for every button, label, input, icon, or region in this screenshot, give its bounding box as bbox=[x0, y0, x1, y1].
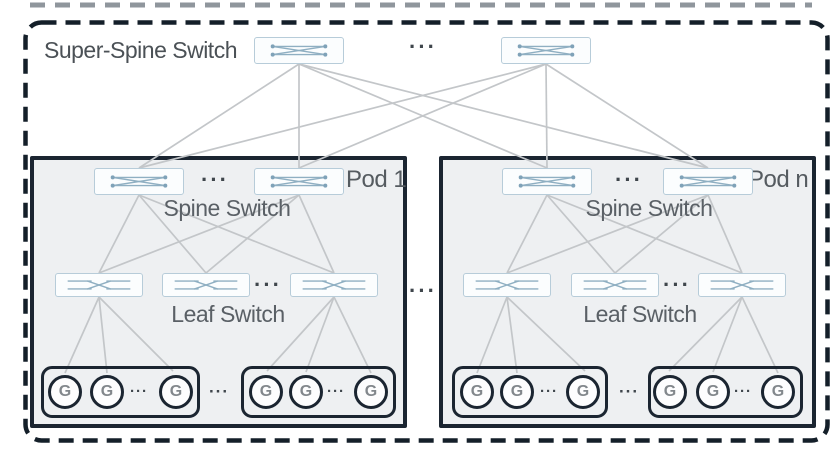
pod1-spine-switch-2 bbox=[254, 168, 344, 195]
leaf-switch-icon bbox=[583, 280, 647, 290]
podn-group1-gpu-ellipsis: ··· bbox=[540, 383, 558, 400]
pod1-between-groups-ellipsis: ··· bbox=[209, 382, 229, 401]
leaf-switch-icon bbox=[710, 280, 774, 290]
podn-spine-tier-label: Spine Switch bbox=[585, 195, 713, 221]
between-pods-ellipsis: ··· bbox=[409, 278, 437, 303]
gpu-node: G bbox=[566, 375, 600, 409]
podn-spine-switch-1 bbox=[502, 168, 592, 195]
podn-leaf-switch-1 bbox=[463, 273, 551, 297]
gpu-node: G bbox=[354, 375, 388, 409]
gpu-node: G bbox=[289, 375, 323, 409]
leaf-switch-icon bbox=[302, 280, 366, 290]
pod1-group2-gpu-ellipsis: ··· bbox=[327, 383, 345, 400]
podn-group2-gpu-ellipsis: ··· bbox=[734, 383, 752, 400]
pod1-group1-gpu-ellipsis: ··· bbox=[130, 383, 148, 400]
pod-1-label: Pod 1 bbox=[346, 166, 407, 193]
gpu-node: G bbox=[249, 375, 283, 409]
spine-switch-icon bbox=[110, 175, 168, 188]
podn-leaf-switch-2 bbox=[571, 273, 659, 297]
spine-switch-icon bbox=[517, 44, 575, 57]
pod1-leaf-switch-1 bbox=[55, 273, 143, 297]
podn-leaf-switch-3 bbox=[698, 273, 786, 297]
pod1-leaf-switch-3 bbox=[290, 273, 378, 297]
pod1-leaf-switch-2 bbox=[162, 273, 250, 297]
pod1-spine-tier-label: Spine Switch bbox=[163, 195, 291, 221]
link-lines bbox=[64, 63, 779, 374]
podn-gpu-group-1 bbox=[452, 366, 608, 418]
pod1-spine-switch-1 bbox=[94, 168, 184, 195]
spine-switch-icon bbox=[270, 44, 328, 57]
pod1-leaf-ellipsis: ··· bbox=[254, 272, 282, 297]
podn-spine-ellipsis: ··· bbox=[615, 167, 643, 192]
gpu-node: G bbox=[696, 375, 730, 409]
podn-between-groups-ellipsis: ··· bbox=[619, 382, 639, 401]
podn-leaf-ellipsis: ··· bbox=[663, 272, 691, 297]
spine-switch-icon bbox=[518, 175, 576, 188]
super-spine-ellipsis: ··· bbox=[409, 34, 437, 59]
spine-switch-icon bbox=[270, 175, 328, 188]
gpu-node: G bbox=[500, 375, 534, 409]
pod-n-label: Pod n bbox=[748, 166, 809, 193]
gpu-node: G bbox=[653, 375, 687, 409]
gpu-node: G bbox=[761, 375, 795, 409]
pod1-leaf-tier-label: Leaf Switch bbox=[171, 301, 285, 327]
podn-gpu-group-2 bbox=[648, 366, 803, 418]
spine-switch-icon bbox=[679, 175, 737, 188]
leaf-switch-icon bbox=[67, 280, 131, 290]
pod1-gpu-group-1 bbox=[41, 366, 200, 418]
gpu-node: G bbox=[159, 375, 193, 409]
pod1-spine-ellipsis: ··· bbox=[201, 167, 229, 192]
podn-leaf-tier-label: Leaf Switch bbox=[583, 301, 697, 327]
gpu-node: G bbox=[90, 375, 124, 409]
pod1-gpu-group-2 bbox=[241, 366, 396, 418]
cluster-dashed-border bbox=[23, 20, 830, 443]
leaf-switch-icon bbox=[475, 280, 539, 290]
gpu-node: G bbox=[460, 375, 494, 409]
super-spine-label: Super-Spine Switch bbox=[44, 37, 238, 63]
leaf-switch-icon bbox=[174, 280, 238, 290]
super-spine-switch-2 bbox=[501, 37, 591, 64]
gpu-node: G bbox=[48, 375, 82, 409]
super-spine-switch-1 bbox=[254, 37, 344, 64]
podn-spine-switch-2 bbox=[663, 168, 753, 195]
